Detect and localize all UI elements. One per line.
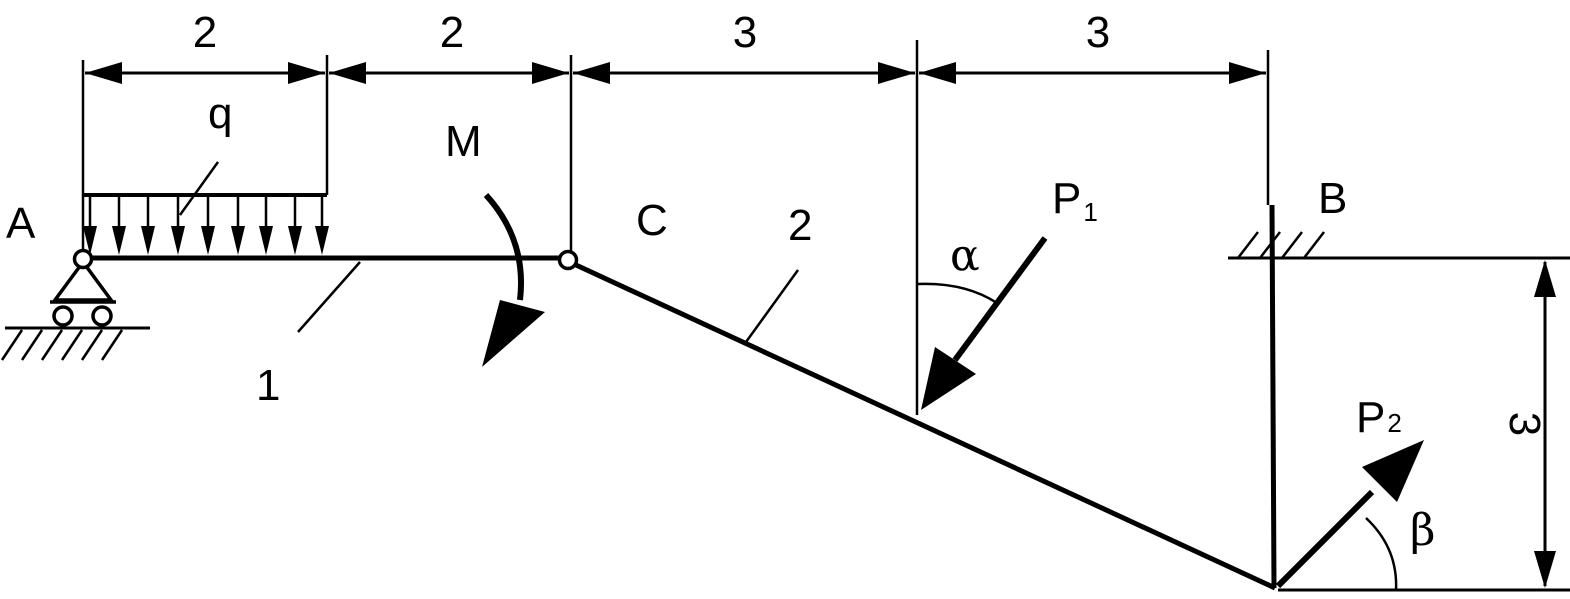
member-1-label: 1 — [256, 361, 280, 410]
member-2-incline — [574, 262, 1277, 591]
force-p1-letter: P — [1052, 174, 1081, 223]
dimension-label-4: 3 — [1086, 8, 1110, 57]
force-p2-letter: P — [1356, 393, 1385, 442]
angle-beta-label: β — [1410, 505, 1435, 556]
support-a-roller — [0, 248, 150, 361]
hinge-c-label: C — [636, 196, 668, 245]
force-p1-label: P1 — [1052, 174, 1098, 227]
dimension-label-2: 2 — [440, 8, 464, 57]
force-p2-subscript: 2 — [1387, 408, 1401, 438]
moment-m-label: M — [445, 117, 482, 166]
dimension-label-right: 3 — [1500, 412, 1549, 436]
member-2-leader — [744, 269, 800, 343]
force-p2-arrow — [1275, 440, 1424, 589]
dimension-label-3: 3 — [733, 8, 757, 57]
distributed-load-q — [83, 161, 329, 255]
support-a-label: A — [6, 199, 36, 248]
support-b — [1228, 231, 1328, 260]
right-dimension — [1228, 256, 1570, 592]
angle-beta-arc — [1365, 517, 1398, 591]
dimension-label-1: 2 — [193, 8, 217, 57]
force-p1-arrow — [921, 236, 1048, 410]
top-dimensions — [81, 40, 1270, 415]
member-2-label: 2 — [788, 201, 812, 250]
angle-alpha-label: α — [950, 230, 980, 281]
angle-alpha-arc — [916, 282, 998, 305]
dimension-arrows — [85, 62, 1266, 84]
member-2-vertical — [1269, 204, 1277, 589]
moment-m-arrow — [482, 192, 545, 367]
hinge-c — [557, 249, 579, 271]
member-1-leader — [297, 261, 361, 333]
force-p1-subscript: 1 — [1083, 197, 1097, 227]
load-q-label: q — [208, 89, 232, 138]
force-p2-label: P2 — [1356, 393, 1402, 442]
support-b-label: B — [1318, 174, 1347, 223]
